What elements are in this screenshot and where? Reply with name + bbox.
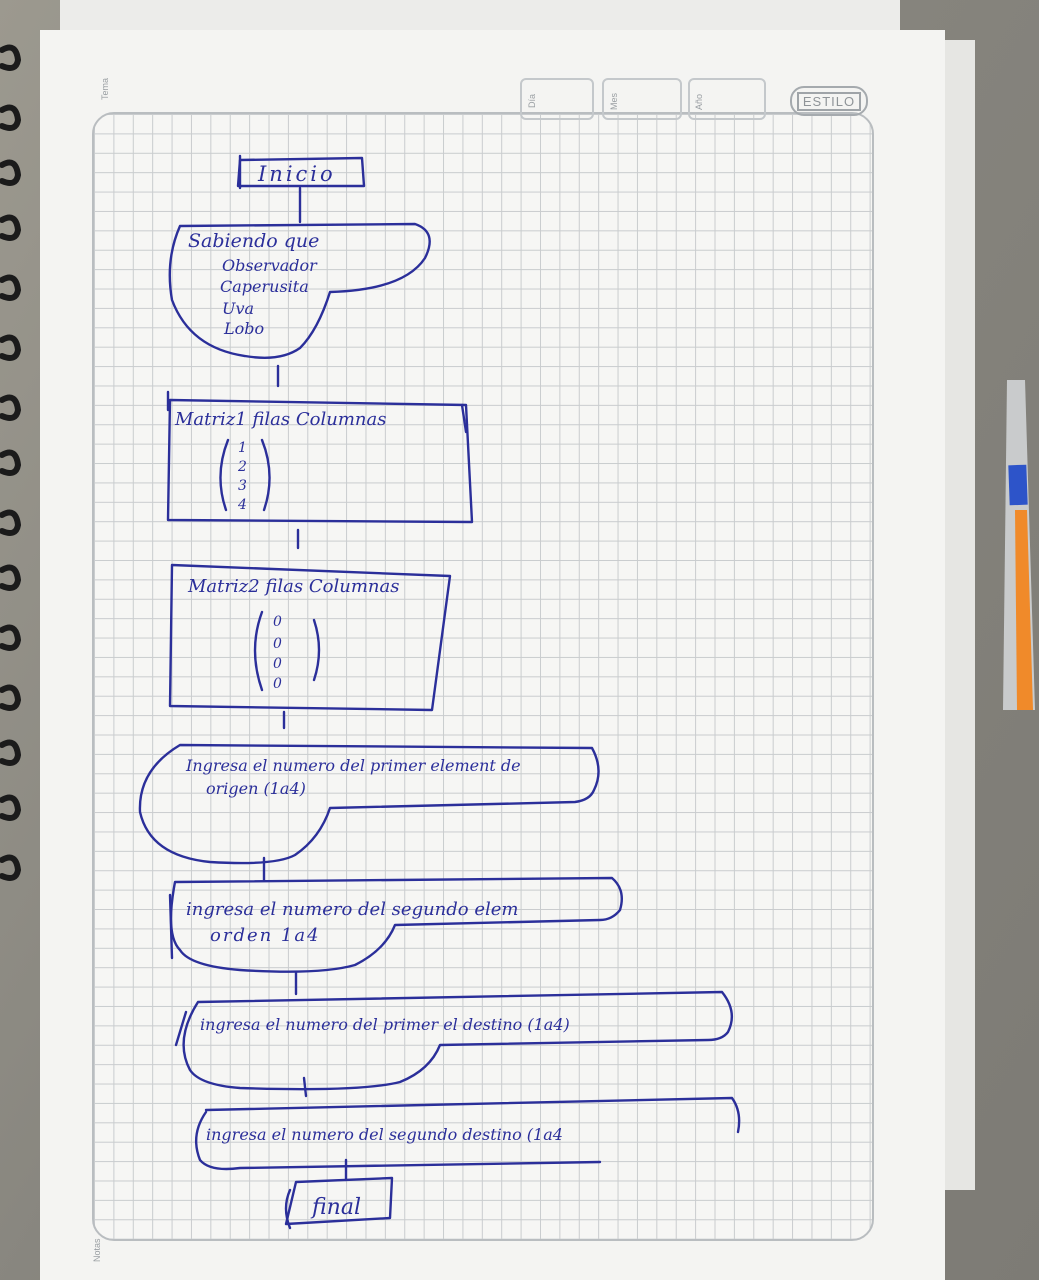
matrix1-block: Matriz1 filas Columnas 1 2 3 4 bbox=[166, 390, 474, 524]
pen bbox=[1003, 380, 1035, 710]
given-item-1: Observador bbox=[222, 256, 318, 275]
given-item-4: Lobo bbox=[223, 319, 264, 338]
matrix1-value-3: 3 bbox=[238, 478, 247, 494]
matrix1-value-1: 1 bbox=[238, 440, 247, 456]
matrix2-title: Matriz2 filas Columnas bbox=[187, 576, 399, 597]
matrix1-value-4: 4 bbox=[237, 497, 247, 513]
input2-line1: ingresa el numero del segundo elem bbox=[186, 899, 518, 920]
header-box-mes bbox=[602, 78, 682, 120]
input1-line1: Ingresa el numero del primer element de bbox=[185, 756, 521, 775]
given-item-2: Caperusita bbox=[220, 277, 309, 296]
given-data-block: Sabiendo que Observador Caperusita Uva L… bbox=[168, 222, 431, 359]
matrix2-value-4: 0 bbox=[273, 676, 282, 692]
matrix2-value-1: 0 bbox=[273, 614, 282, 630]
grid-area bbox=[92, 112, 874, 1241]
given-item-3: Uva bbox=[222, 299, 254, 318]
start-label: Inicio bbox=[257, 162, 336, 186]
input3-line1: ingresa el numero del primer el destino … bbox=[200, 1015, 570, 1034]
input-block-1: Ingresa el numero del primer element de … bbox=[138, 743, 600, 865]
brand-logo: ESTILO bbox=[790, 86, 868, 116]
input4-line1: ingresa el numero del segundo destino (1… bbox=[206, 1125, 563, 1144]
input-block-3: ingresa el numero del primer el destino … bbox=[174, 990, 734, 1091]
end-label: final bbox=[310, 1195, 361, 1220]
matrix2-value-2: 0 bbox=[273, 636, 282, 652]
brand-name: ESTILO bbox=[796, 91, 862, 111]
input2-line2: orden 1a4 bbox=[210, 925, 321, 946]
matrix2-block: Matriz2 filas Columnas 0 0 0 0 bbox=[168, 563, 452, 712]
input-block-4: ingresa el numero del segundo destino (1… bbox=[194, 1096, 741, 1171]
matrix1-value-2: 2 bbox=[237, 459, 247, 475]
connector-7 bbox=[302, 1076, 308, 1098]
start-terminal: Inicio bbox=[236, 154, 366, 190]
input-block-2: ingresa el numero del segundo elem orden… bbox=[168, 876, 623, 973]
input1-line2: origen (1a4) bbox=[206, 779, 306, 798]
given-title: Sabiendo que bbox=[188, 230, 319, 252]
header-box-dia bbox=[520, 78, 594, 120]
end-terminal: final bbox=[284, 1176, 394, 1230]
header-box-ano bbox=[688, 78, 766, 120]
matrix1-title: Matriz1 filas Columnas bbox=[174, 409, 386, 430]
matrix2-value-3: 0 bbox=[273, 656, 282, 672]
spiral-binding bbox=[0, 44, 22, 881]
